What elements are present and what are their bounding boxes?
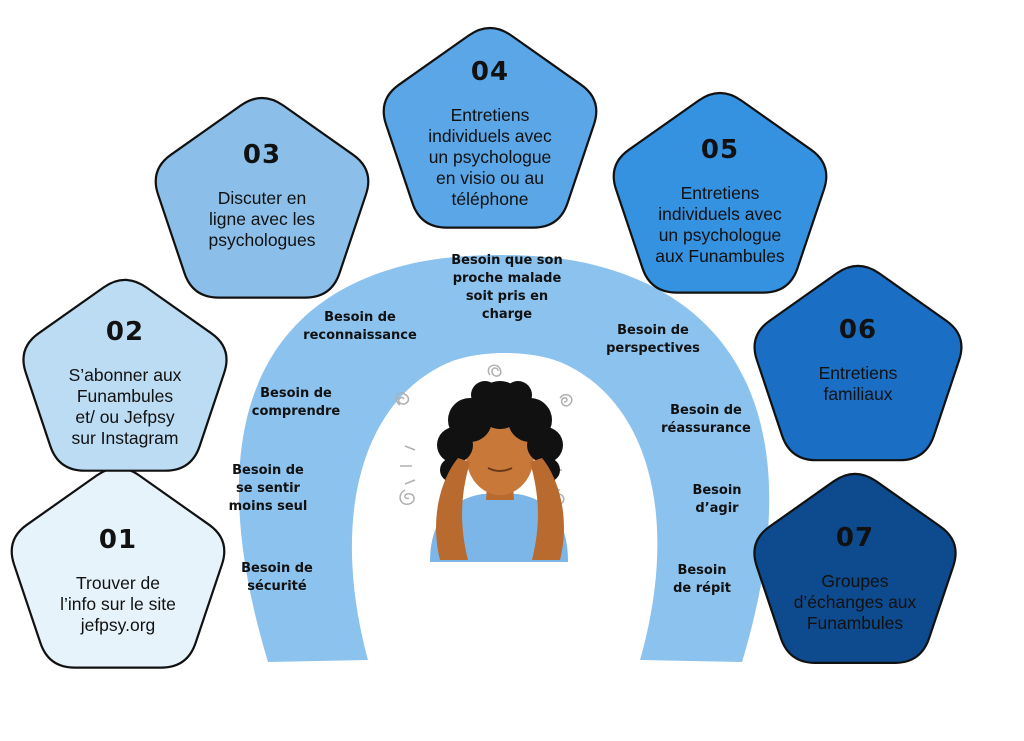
step-04-pentagon [382, 26, 598, 229]
step-number: 03 [242, 140, 282, 170]
need-proche-pris-en-charge: Besoin que son proche malade soit pris e… [451, 253, 563, 322]
need-agir: Besoin d’agir [692, 483, 742, 516]
hair [437, 381, 563, 482]
step-01-pentagon [10, 466, 226, 669]
step-number: 01 [98, 525, 138, 555]
need-reconnaissance: Besoin de reconnaissance [303, 310, 417, 343]
need-repit: Besoin de répit [673, 563, 731, 596]
need-moins-seul: Besoin de se sentir moins seul [228, 463, 308, 514]
need-securite: Besoin de sécurité [241, 561, 313, 594]
step-07-pentagon [753, 472, 957, 664]
step-number: 04 [470, 57, 510, 87]
step-number: 02 [105, 317, 145, 347]
step-label: Entretiens individuels avec un psycholog… [655, 183, 785, 266]
step-label: Entretiens individuels avec un psycholog… [428, 105, 552, 209]
arms [436, 458, 564, 560]
need-comprendre: Besoin de comprendre [251, 386, 341, 419]
step-label: Entretiens familiaux [818, 363, 898, 404]
step-number: 07 [835, 523, 875, 553]
step-label: Trouver de l’info sur le site jefpsy.org [60, 573, 176, 635]
step-number: 05 [700, 135, 740, 165]
step-02-pentagon [22, 278, 228, 472]
step-label: S’abonner aux Funambules et/ ou Jefpsy s… [68, 365, 182, 448]
step-03-pentagon [154, 96, 370, 299]
step-05-pentagon [612, 91, 828, 294]
step-06-pentagon [753, 264, 963, 462]
step-number: 06 [838, 315, 878, 345]
need-reassurance: Besoin de réassurance [661, 403, 751, 436]
need-perspectives: Besoin de perspectives [606, 323, 700, 356]
step-label: Discuter en ligne avec les psychologues [208, 188, 316, 250]
step-label: Groupes d’échanges aux Funambules [793, 571, 917, 633]
needs-arc-band [238, 255, 770, 662]
